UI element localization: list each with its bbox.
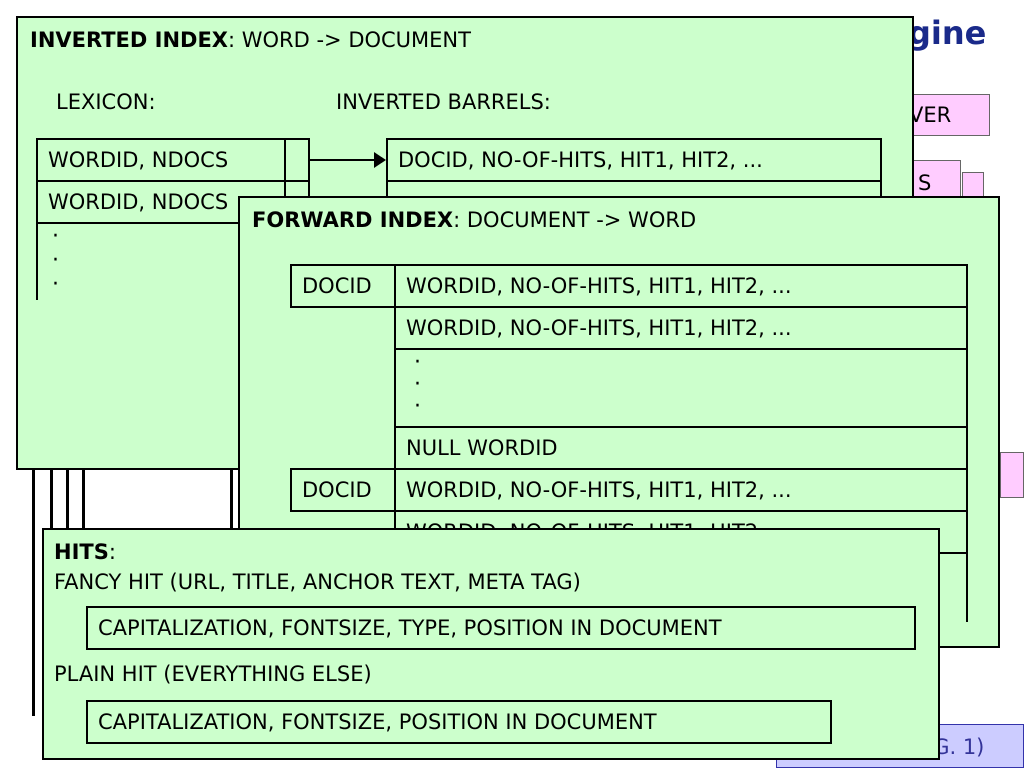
inverted-index-title-rest: : WORD -> DOCUMENT bbox=[227, 28, 471, 52]
slide-title-partial: gine bbox=[908, 14, 987, 52]
forward-row: WORDID, NO-OF-HITS, HIT1, HIT2, ... bbox=[394, 468, 968, 512]
forward-index-title-bold: FORWARD INDEX bbox=[252, 208, 454, 232]
forward-ellipsis-dot: · bbox=[414, 394, 421, 419]
forward-index-title: FORWARD INDEX: DOCUMENT -> WORD bbox=[252, 210, 696, 231]
forward-ellipsis-cell: · · · bbox=[394, 348, 968, 428]
bg-line bbox=[230, 466, 233, 536]
arrow-head-icon bbox=[374, 152, 386, 168]
plain-hit-label: PLAIN HIT (EVERYTHING ELSE) bbox=[54, 662, 372, 686]
bg-line bbox=[32, 466, 35, 716]
forward-docid-cell: DOCID bbox=[290, 468, 396, 512]
plain-hit-fields: CAPITALIZATION, FONTSIZE, POSITION IN DO… bbox=[86, 700, 832, 744]
bg-line bbox=[66, 466, 69, 536]
bg-label-s: S bbox=[918, 171, 932, 195]
lexicon-ellipsis-dot: · bbox=[52, 248, 59, 273]
forward-row: WORDID, NO-OF-HITS, HIT1, HIT2, ... bbox=[394, 306, 968, 350]
lexicon-to-barrel-arrow-line bbox=[310, 159, 376, 161]
forward-ellipsis-dot: · bbox=[414, 350, 421, 375]
bg-line bbox=[50, 466, 53, 536]
bg-pink-box-4 bbox=[1000, 452, 1024, 498]
inverted-barrels-label: INVERTED BARRELS: bbox=[336, 90, 551, 114]
barrel-row: DOCID, NO-OF-HITS, HIT1, HIT2, ... bbox=[386, 138, 882, 182]
lexicon-ellipsis-dot: · bbox=[52, 224, 59, 249]
forward-row-null: NULL WORDID bbox=[394, 426, 968, 470]
forward-index-title-rest: : DOCUMENT -> WORD bbox=[453, 208, 697, 232]
bg-line bbox=[82, 466, 85, 536]
hits-title-bold: HITS bbox=[54, 540, 109, 564]
fancy-hit-fields: CAPITALIZATION, FONTSIZE, TYPE, POSITION… bbox=[86, 606, 916, 650]
lexicon-left-border bbox=[36, 222, 38, 300]
forward-row: WORDID, NO-OF-HITS, HIT1, HIT2, ... bbox=[394, 264, 968, 308]
hits-title: HITS: bbox=[54, 542, 116, 563]
hits-title-rest: : bbox=[108, 540, 116, 564]
lexicon-pointer-cell bbox=[284, 138, 310, 182]
lexicon-row: WORDID, NDOCS bbox=[36, 138, 286, 182]
inverted-index-title: INVERTED INDEX: WORD -> DOCUMENT bbox=[30, 30, 471, 51]
fancy-hit-label: FANCY HIT (URL, TITLE, ANCHOR TEXT, META… bbox=[54, 570, 581, 594]
inverted-index-title-bold: INVERTED INDEX bbox=[30, 28, 228, 52]
lexicon-ellipsis-dot: · bbox=[52, 272, 59, 297]
forward-docid-cell: DOCID bbox=[290, 264, 396, 308]
forward-right-border bbox=[966, 552, 968, 622]
fig-caption-label: IG. 1) bbox=[927, 735, 985, 759]
hits-panel: HITS: FANCY HIT (URL, TITLE, ANCHOR TEXT… bbox=[42, 528, 940, 760]
bg-label-er: VER bbox=[909, 103, 952, 127]
forward-ellipsis-dot: · bbox=[414, 372, 421, 397]
lexicon-label: LEXICON: bbox=[56, 90, 156, 114]
